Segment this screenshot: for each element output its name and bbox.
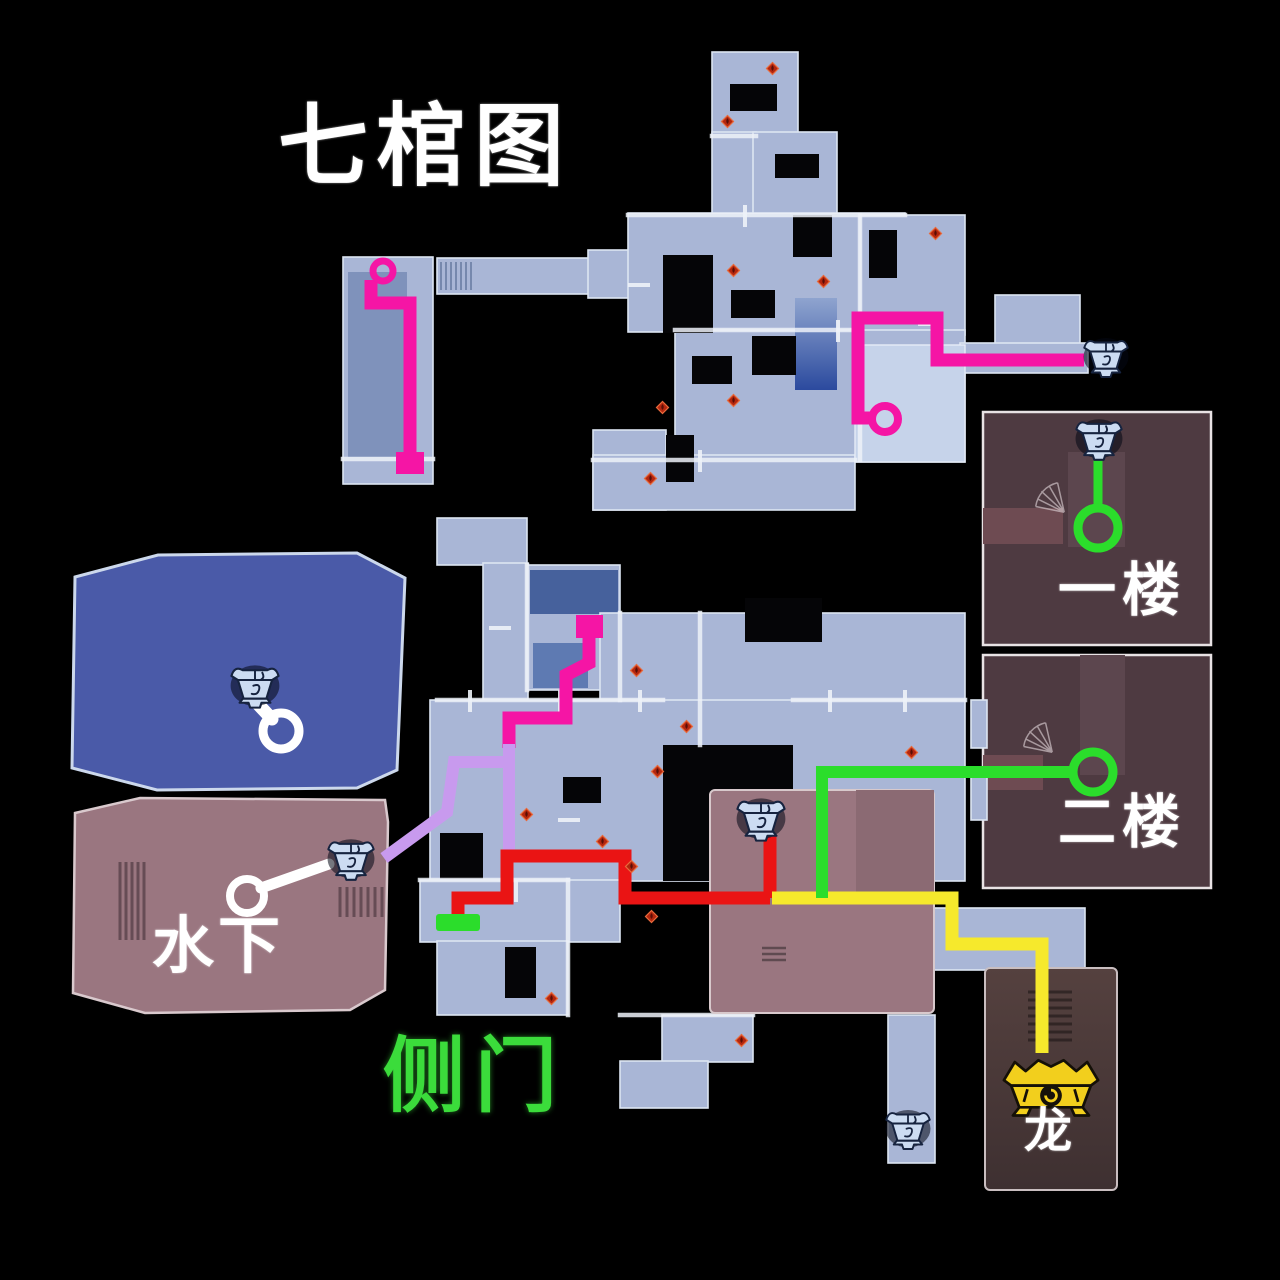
label-underwater: 水下 [152,912,285,981]
route-magenta-tower [364,257,424,474]
first-floor-inset [981,410,1213,647]
upper-complex [590,51,1089,511]
stairs-icon [440,262,472,290]
label-side-door: 侧门 [383,1031,568,1122]
ladder-icon [338,887,384,917]
route-green-ring [1073,503,1123,553]
label-first-floor: 一楼 [1058,558,1187,623]
route-magenta-upper [851,311,1084,436]
ladder-icon [118,862,146,940]
underwater-zone [71,796,390,1015]
second-floor-inset [970,653,1213,890]
side-door-marker [436,914,480,931]
water-zone [70,551,407,792]
brazier-icon [644,909,659,924]
ring-marker [226,858,335,917]
label-second-floor: 二楼 [1058,790,1187,855]
stair-corridor [436,249,635,299]
tower-building [340,256,436,485]
stairs-icon [1028,990,1072,1042]
route-green-ring [1068,747,1118,797]
label-dragon: 龙 [1024,1105,1073,1158]
route-red [451,836,777,921]
route-green [816,766,1070,898]
route-purple [380,744,515,863]
coffin-icon [1082,337,1130,378]
route-yellow [772,891,1049,1053]
route-magenta-mid [502,615,603,748]
map-title: 七棺图 [278,97,572,197]
brazier-icon [655,400,670,415]
